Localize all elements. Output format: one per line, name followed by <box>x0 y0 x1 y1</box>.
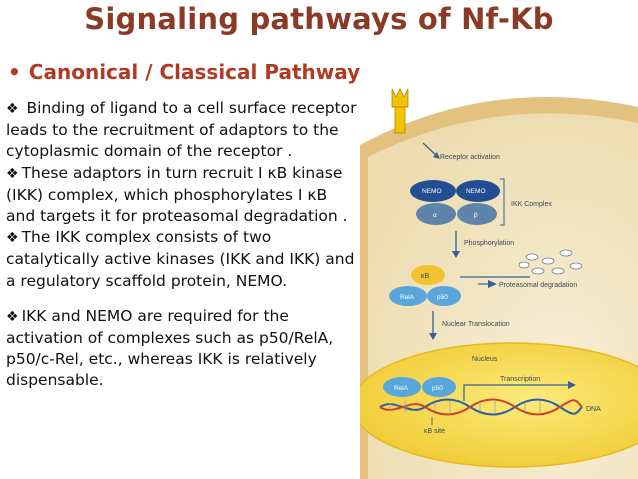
nucleus-shape <box>360 342 638 468</box>
heading-bullet: • <box>8 60 21 84</box>
bullet-paragraph: ❖IKK and NEMO are required for the activ… <box>6 306 358 392</box>
receptor-activation-label: Receptor activation <box>440 154 500 161</box>
dna-label: DNA <box>586 406 601 413</box>
proteasomal-degradation-label: Proteasomal degradation <box>499 282 577 289</box>
p50-label: p50 <box>432 385 443 392</box>
paragraph-text: Binding of ligand to a cell surface rece… <box>6 99 357 161</box>
ikk-complex-label: IKK Complex <box>511 201 552 208</box>
bullet-paragraph: ❖ Binding of ligand to a cell surface re… <box>6 98 358 163</box>
ikb-label: κB <box>421 273 430 280</box>
diamond-bullet-icon: ❖ <box>6 101 19 117</box>
alpha-label: α <box>433 212 437 219</box>
bullet-paragraph: ❖The IKK complex consists of two catalyt… <box>6 227 358 292</box>
rela-label: RelA <box>400 294 415 301</box>
beta-label: β <box>474 212 478 219</box>
diamond-bullet-icon: ❖ <box>6 165 19 182</box>
slide-title: Signaling pathways of Nf-Kb <box>84 2 554 36</box>
section-heading: • Canonical / Classical Pathway <box>8 60 360 84</box>
diamond-bullet-icon: ❖ <box>6 230 19 247</box>
ikk-beta-shape <box>457 203 497 225</box>
nemo-label: NEMO <box>422 188 442 195</box>
ikb-shape <box>411 265 445 285</box>
bullet-paragraph: ❖These adaptors in turn recruit I κB kin… <box>6 163 358 228</box>
paragraph-text: IKK and NEMO are required for the activa… <box>6 306 334 390</box>
phosphorylation-label: Phosphorylation <box>464 240 514 247</box>
rela-label: RelA <box>394 385 409 392</box>
rela-shape <box>389 286 427 306</box>
nemo-shape <box>410 180 456 202</box>
receptor-icon <box>391 88 409 134</box>
nemo-shape <box>456 180 500 202</box>
diamond-bullet-icon: ❖ <box>6 308 19 325</box>
nfkb-pathway-figure: Receptor activation NEMO NEMO α β IKK Co… <box>360 88 638 479</box>
p50-shape <box>422 377 456 397</box>
p50-label: p50 <box>437 294 448 301</box>
nucleus-label: Nucleus <box>472 356 498 363</box>
bullet-list: ❖ Binding of ligand to a cell surface re… <box>6 98 358 392</box>
kb-site-label: κB site <box>424 428 445 435</box>
paragraph-text: The IKK complex consists of two catalyti… <box>6 228 355 290</box>
nemo-label: NEMO <box>466 188 486 195</box>
transcription-label: Transcription <box>500 376 540 383</box>
heading-text: Canonical / Classical Pathway <box>28 60 361 84</box>
rela-shape <box>383 377 421 397</box>
ikk-alpha-shape <box>416 203 456 225</box>
paragraph-text: These adaptors in turn recruit I κB kina… <box>6 163 348 226</box>
dna-helix-icon <box>379 398 583 416</box>
nuclear-translocation-label: Nuclear Translocation <box>442 321 510 328</box>
p50-shape <box>427 286 461 306</box>
degraded-fragments-icon <box>518 249 583 275</box>
